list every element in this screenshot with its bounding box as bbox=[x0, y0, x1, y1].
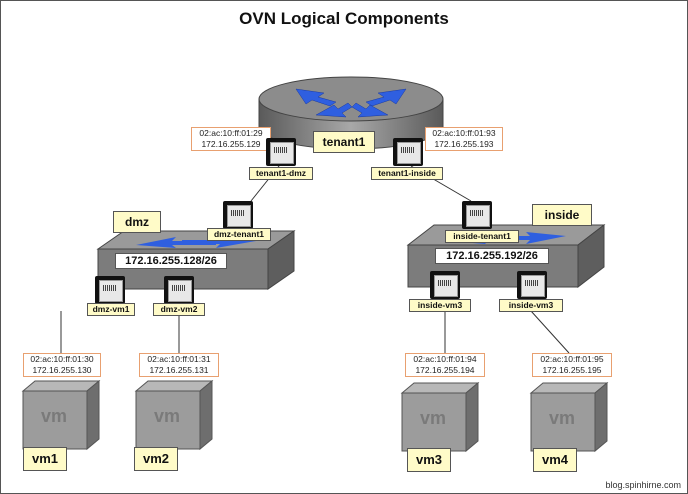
router-icon bbox=[258, 76, 444, 150]
port-label-dmz-vm1: dmz-vm1 bbox=[87, 303, 135, 316]
switch-name-label-inside: inside bbox=[532, 204, 592, 226]
ethernet-port-icon bbox=[223, 201, 253, 229]
ip-address: 172.16.255.194 bbox=[415, 365, 475, 375]
ip-address: 172.16.255.193 bbox=[434, 139, 494, 149]
mac-address: 02:ac:10:ff:01:30 bbox=[30, 354, 94, 364]
diagram-title: OVN Logical Components bbox=[239, 9, 449, 28]
ip-address: 172.16.255.129 bbox=[201, 139, 261, 149]
mac-address: 02:ac:10:ff:01:94 bbox=[413, 354, 477, 364]
switch-network-dmz: 172.16.255.128/26 bbox=[115, 253, 227, 269]
vm-icon bbox=[134, 379, 214, 451]
vm-icon bbox=[529, 381, 609, 453]
ethernet-port-icon bbox=[517, 271, 547, 299]
port-label-tenant1-dmz: tenant1-dmz bbox=[249, 167, 313, 180]
switch-name-label-dmz: dmz bbox=[113, 211, 161, 233]
vm-icon-text: vm bbox=[40, 406, 67, 426]
ethernet-port-icon bbox=[95, 276, 125, 304]
credit-text: blog.spinhirne.com bbox=[605, 480, 681, 490]
router-name-label: tenant1 bbox=[313, 131, 375, 153]
mac-address: 02:ac:10:ff:01:93 bbox=[432, 128, 496, 138]
vm-name-label-vm3: vm3 bbox=[407, 448, 451, 472]
vm-icon-text: vm bbox=[548, 408, 575, 428]
ip-address: 172.16.255.130 bbox=[32, 365, 92, 375]
mac-address: 02:ac:10:ff:01:31 bbox=[147, 354, 211, 364]
line-vm4 bbox=[530, 310, 570, 354]
vm-name-label-vm2: vm2 bbox=[134, 447, 178, 471]
port-label-dmz-vm2: dmz-vm2 bbox=[153, 303, 205, 316]
ethernet-port-icon bbox=[393, 138, 423, 166]
vm-icon bbox=[21, 379, 101, 451]
ethernet-port-icon bbox=[164, 276, 194, 304]
switch-network-inside: 172.16.255.192/26 bbox=[435, 248, 549, 264]
vm-name-label-vm1: vm1 bbox=[23, 447, 67, 471]
port-label-tenant1-inside: tenant1-inside bbox=[371, 167, 443, 180]
vm4-address: 02:ac:10:ff:01:95 172.16.255.195 bbox=[532, 353, 612, 377]
port-label-inside-tenant1: inside-tenant1 bbox=[445, 230, 519, 243]
port-label-dmz-tenant1: dmz-tenant1 bbox=[207, 228, 271, 241]
router-port-dmz-address: 02:ac:10:ff:01:29 172.16.255.129 bbox=[191, 127, 271, 151]
ip-address: 172.16.255.195 bbox=[542, 365, 602, 375]
router-port-inside-address: 02:ac:10:ff:01:93 172.16.255.193 bbox=[425, 127, 503, 151]
vm-name-label-vm4: vm4 bbox=[533, 448, 577, 472]
ethernet-port-icon bbox=[430, 271, 460, 299]
vm-icon-text: vm bbox=[419, 408, 446, 428]
ip-address: 172.16.255.131 bbox=[149, 365, 209, 375]
vm2-address: 02:ac:10:ff:01:31 172.16.255.131 bbox=[139, 353, 219, 377]
port-label-inside-vm3: inside-vm3 bbox=[499, 299, 563, 312]
mac-address: 02:ac:10:ff:01:95 bbox=[540, 354, 604, 364]
port-label-inside-vm3: inside-vm3 bbox=[409, 299, 471, 312]
mac-address: 02:ac:10:ff:01:29 bbox=[199, 128, 263, 138]
vm-icon-text: vm bbox=[153, 406, 180, 426]
vm3-address: 02:ac:10:ff:01:94 172.16.255.194 bbox=[405, 353, 485, 377]
ethernet-port-icon bbox=[462, 201, 492, 229]
vm-icon bbox=[400, 381, 480, 453]
vm1-address: 02:ac:10:ff:01:30 172.16.255.130 bbox=[23, 353, 101, 377]
ethernet-port-icon bbox=[266, 138, 296, 166]
